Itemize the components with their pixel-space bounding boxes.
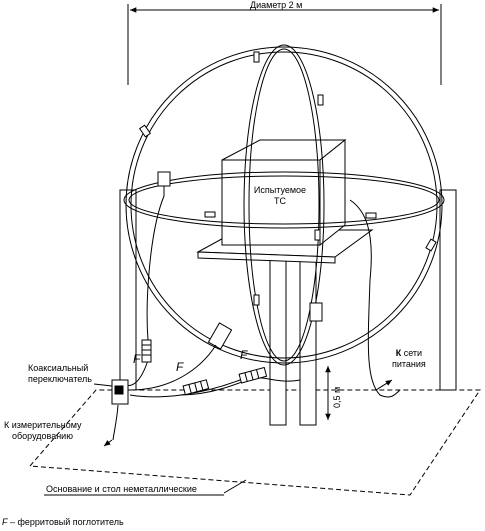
diameter-label: Диаметр 2 м [250,0,303,10]
eut-label-line1: Испытуемое [253,185,307,195]
base-label: Основание и стол неметаллические [46,484,197,494]
ferrite-absorber-2 [182,379,210,396]
sphere-outer-ring-inner [130,51,438,359]
coax-leader [93,383,113,387]
measurement-arrow [103,439,113,447]
power-supply-label: К сети питания [392,348,426,370]
ring-connector [207,322,233,350]
support-leg-right [439,189,457,391]
table-top-edge [197,251,336,264]
measurement-label-line2: оборудованию [12,431,73,441]
legend-symbol: F [2,517,8,527]
measurement-label-line1: К измерительному [4,420,82,430]
cable-to-switch-2 [129,376,301,398]
sensor-left [157,171,171,187]
ferrite-mark-2: F [176,360,184,374]
cable-from-sensor-left [146,195,165,341]
legend: F – ферритовый поглотитель [2,517,124,528]
vertical-loop-inner [248,48,320,362]
eut-box-front [221,159,321,246]
height-label: 0,5 м [332,386,342,408]
power-label-line1: К сети [392,348,426,359]
ferrite-mark-3: F [240,348,248,362]
power-cable [349,199,401,398]
ferrite-absorber-1 [141,339,152,363]
measurement-equipment-label: К измерительному оборудованию [4,420,82,442]
cable-to-switch-1 [129,344,217,391]
power-label-rest: сети [401,348,423,358]
coax-switch-label-line2: переключатель [28,374,92,384]
eut-label: Испытуемое ТС [242,185,318,207]
power-label-line2: питания [392,359,426,369]
coax-switch-label: Коаксиальный переключатель [28,363,92,385]
power-arrow [375,379,393,391]
ferrite-absorber-3 [238,366,268,384]
power-label-bold: К [395,348,402,358]
horizontal-loop-inner [128,175,440,225]
coax-switch-label-line1: Коаксиальный [28,363,89,373]
loop-gaps [138,51,437,306]
horizontal-loop-outer [123,171,445,229]
ferrite-mark-1: F [133,352,141,366]
ground-plane [28,389,481,496]
legend-text: – ферритовый поглотитель [7,517,124,527]
sensor-right [309,302,323,322]
base-leader [223,479,247,494]
table-post-right [299,254,317,426]
table-post-left [269,254,287,426]
measurement-cable [112,404,119,441]
vertical-loop-outer [243,44,325,366]
eut-label-line2: ТС [274,196,286,206]
